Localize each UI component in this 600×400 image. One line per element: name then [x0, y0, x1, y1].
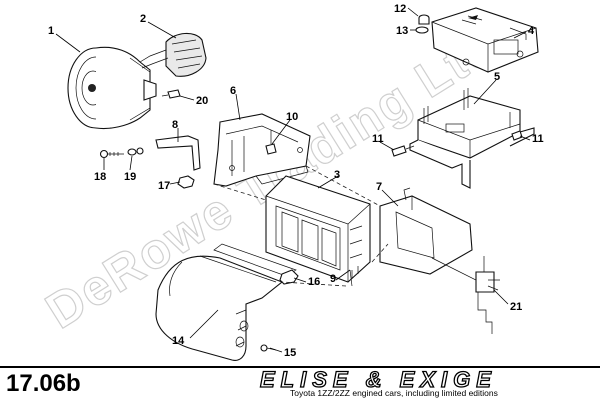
- cover-panel-part: [155, 243, 297, 361]
- callout-8: 8: [172, 119, 178, 131]
- callout-9: 9: [330, 273, 336, 285]
- nut-16: [279, 269, 299, 285]
- callout-7: 7: [376, 181, 382, 193]
- callout-14: 14: [172, 335, 185, 347]
- screw-18: [99, 149, 124, 159]
- screw-15: [260, 344, 277, 352]
- callout-20: 20: [196, 95, 208, 107]
- bolt-11-left: [391, 145, 415, 157]
- horn-connector-part: [139, 32, 207, 77]
- callout-17: 17: [158, 180, 170, 192]
- callout-18: 18: [94, 171, 106, 183]
- parts-diagram: DeRowe Trading Ltd: [36, 3, 544, 361]
- washer-19: [127, 147, 144, 156]
- side-bracket-part: [379, 187, 491, 289]
- callout-19: 19: [124, 171, 136, 183]
- washer-13: [415, 26, 429, 34]
- brand-subtitle: Toyota 1ZZ/2ZZ engined cars, including l…: [290, 388, 498, 398]
- callout-6: 6: [230, 85, 236, 97]
- callout-4: 4: [528, 25, 535, 37]
- callout-10: 10: [286, 111, 298, 123]
- callout-13: 13: [396, 25, 408, 37]
- sensor-21: [475, 256, 500, 334]
- callout-21: 21: [510, 301, 522, 313]
- horn-part: [67, 46, 157, 130]
- nut-17: [177, 175, 195, 189]
- callout-5: 5: [494, 71, 500, 83]
- airbag-module-part: [265, 175, 371, 283]
- callout-16: 16: [308, 276, 320, 288]
- nut-12: [418, 14, 430, 25]
- bolt-10: [265, 130, 277, 155]
- page-footer: 17.06b ELISE & EXIGE Toyota 1ZZ/2ZZ engi…: [0, 366, 600, 400]
- callout-1: 1: [48, 25, 54, 37]
- bracket-8: [155, 135, 201, 171]
- callout-15: 15: [284, 347, 296, 359]
- callout-11-left: 11: [372, 133, 384, 145]
- callout-3: 3: [334, 169, 340, 181]
- callout-12: 12: [394, 3, 406, 15]
- brand-logo: ELISE & EXIGE: [259, 368, 497, 390]
- stud-9: [349, 269, 353, 287]
- screw-20: [161, 89, 181, 99]
- module-bracket-part: [213, 113, 311, 187]
- airbag-ecu-part: [431, 7, 539, 73]
- callout-11-right: 11: [532, 133, 544, 145]
- page-code: 17.06b: [6, 370, 81, 397]
- callout-2: 2: [140, 13, 146, 25]
- brand-logo-text: ELISE & EXIGE: [260, 368, 497, 390]
